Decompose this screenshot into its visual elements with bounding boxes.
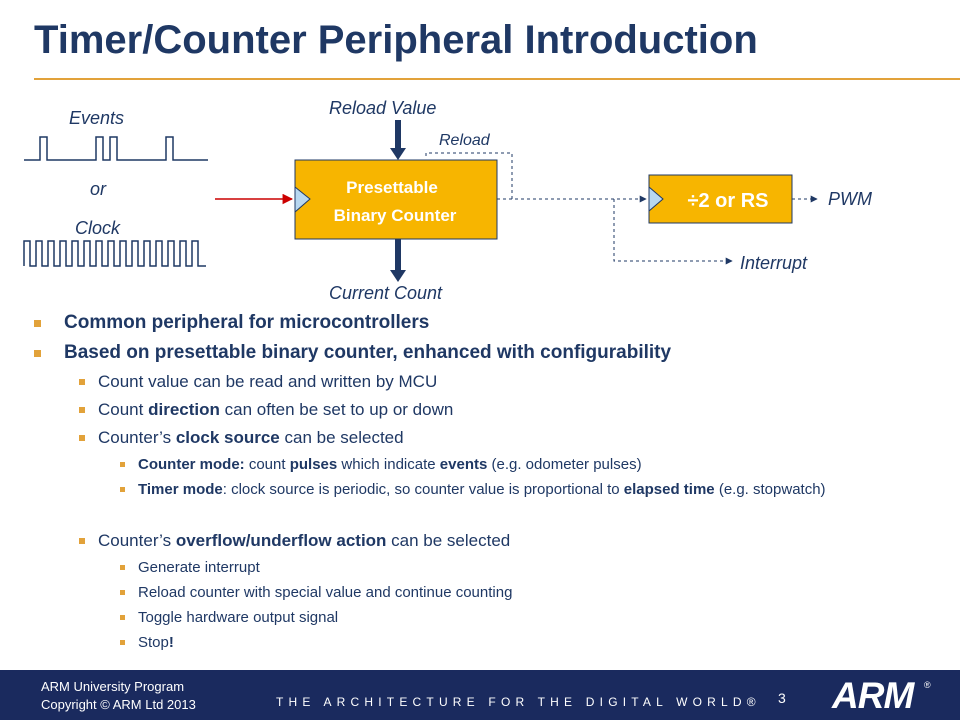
or-label: or [90,179,107,199]
timer-block-diagram: Events or Clock Reload Value Reload Pres… [23,98,872,303]
bullet-item: Toggle hardware output signal [34,605,934,630]
bullet-item: Counter’s clock source can be selected [34,424,934,452]
bullet-item: Count value can be read and written by M… [34,368,934,396]
footer-bar: ARM University Program Copyright © ARM L… [0,670,960,720]
events-waveform [24,136,208,161]
bullet-text: Count value can be read and written by M… [98,372,438,391]
bullet-item: Counter’s overflow/underflow action can … [34,527,934,555]
bullet-item: Generate interrupt [34,555,934,580]
bullet-text: elapsed time [623,481,715,498]
arm-logo: ARM [832,675,914,716]
counter-clock-triangle [294,185,311,214]
bullet-text: can be selected [386,531,511,550]
bullet-text: Stop [138,634,169,651]
bullet-text: can be selected [279,428,404,447]
bullet-text: Generate interrupt [138,559,260,576]
bullet-item: Counter mode: count pulses which indicat… [34,452,934,477]
reload-feedback-line [425,152,513,199]
reload-label: Reload [439,132,491,149]
bullet-text: clock source [175,428,280,447]
title-underline [34,78,960,80]
slide-title: Timer/Counter Peripheral Introduction [34,18,758,62]
bullet-text: overflow/underflow action [175,531,387,550]
interrupt-label: Interrupt [740,253,808,273]
presettable-binary-counter-block [294,159,498,240]
bullet-text: (e.g. stopwatch) [714,481,826,498]
reload-value-arrowhead [390,148,406,160]
bullet-text: Count [98,400,149,419]
bullet-text: Timer mode [138,481,223,498]
divider-clock-triangle [648,185,664,213]
arm-logo-registered-mark: ® [924,680,931,690]
bullet-text: direction [148,400,220,419]
bullet-text: Based on presettable binary counter, enh… [64,342,672,363]
bullet-text: ! [168,634,174,651]
counter-label-line2: Binary Counter [334,206,457,225]
bullet-text: which indicate [337,456,440,473]
bullet-item: Based on presettable binary counter, enh… [34,338,934,368]
bullet-text: Reload counter with special value and co… [138,584,513,601]
bullet-item: Common peripheral for microcontrollers [34,308,934,338]
bullet-text: pulses [289,456,338,473]
bullet-text: (e.g. odometer pulses) [487,456,642,473]
bullet-text: count [244,456,290,473]
bullet-item: Timer mode: clock source is periodic, so… [34,477,934,527]
events-label: Events [69,108,124,128]
bullet-item: Reload counter with special value and co… [34,580,934,605]
bullet-text: Counter’s [98,428,176,447]
current-count-arrowhead [390,270,406,282]
bullet-text: Common peripheral for microcontrollers [64,312,430,333]
clock-label: Clock [75,218,121,238]
interrupt-line [613,199,733,265]
tagline: THE ARCHITECTURE FOR THE DIGITAL WORLD® [276,695,761,709]
bullet-text: can often be set to up or down [219,400,454,419]
bullet-text: Counter’s [98,531,176,550]
copyright: Copyright © ARM Ltd 2013 [41,697,196,712]
clock-waveform [23,240,206,267]
counter-label-line1: Presettable [346,178,438,197]
bullet-item: Stop! [34,630,934,655]
bullet-item: Count direction can often be set to up o… [34,396,934,424]
program-name: ARM University Program [41,679,185,694]
divider-label: ÷2 or RS [688,190,769,212]
pwm-label: PWM [828,189,872,209]
bullet-text: : clock source is periodic, so counter v… [222,481,624,498]
page-number: 3 [778,690,786,706]
reload-value-label: Reload Value [329,98,436,118]
bullet-text: Toggle hardware output signal [138,609,339,626]
current-count-label: Current Count [329,283,443,303]
bullet-text: Counter mode: [138,456,245,473]
bullet-text: events [439,456,488,473]
